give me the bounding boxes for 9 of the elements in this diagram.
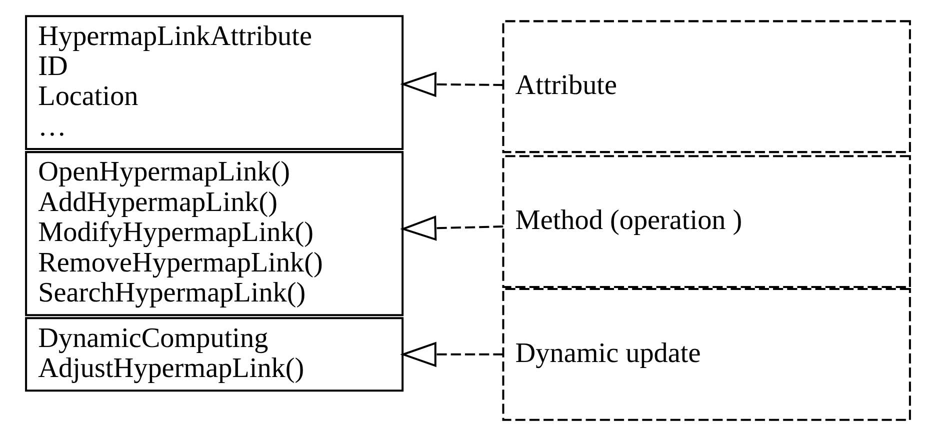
- node-box: Dynamic update: [502, 288, 910, 421]
- node-box: Method (operation ): [502, 155, 910, 288]
- arrow: [400, 215, 503, 241]
- node-box: OpenHypermapLink() AddHypermapLink() ModifyHypermapLink() RemoveHypermapLink() SearchHypermapLink(): [24, 151, 404, 316]
- arrow: [400, 72, 503, 98]
- node-box: Attribute: [502, 20, 910, 154]
- node-box: DynamicComputing AdjustHypermapLink(): [24, 317, 404, 392]
- node-box: HypermapLinkAttribute ID Location …: [24, 15, 404, 150]
- arrow: [400, 342, 503, 368]
